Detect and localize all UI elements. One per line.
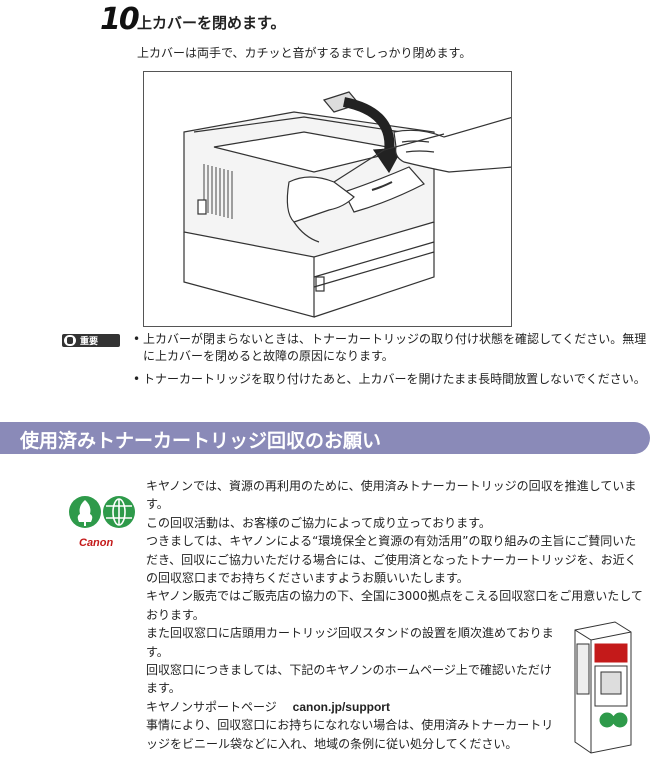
important-badge: 重要 — [62, 334, 120, 347]
step-description: 上カバーは両手で、カチッと音がするまでしっかり閉めます。 — [137, 46, 472, 60]
body-paragraph: つきましては、キヤノンによる“環境保全と資源の有効活用”の取り組みの主旨にご賛同… — [146, 534, 637, 586]
body-paragraph: 事情により、回収窓口にお持ちになれない場合は、使用済みトナーカートリッジをビニー… — [146, 718, 554, 751]
canon-brand: Canon — [79, 537, 114, 549]
note-item: 上カバーが閉まらないときは、トナーカートリッジの取り付け状態を確認してください。… — [133, 331, 648, 365]
body-paragraph: この回収活動は、お客様のご協力によって成り立っております。 — [146, 515, 491, 530]
printer-illustration — [143, 71, 512, 327]
support-url[interactable]: canon.jp/support — [292, 699, 390, 714]
body-paragraph: キヤノン販売ではご販売店の協力の下、全国に3000拠点をこえる回収窓口をご用意い… — [146, 589, 643, 622]
body-paragraph: 回収窓口につきましては、下記のキヤノンのホームページ上で確認いただけます。 — [146, 663, 552, 696]
body-paragraph: キヤノンでは、資源の再利用のために、使用済みトナーカートリッジの回収を推進してい… — [146, 479, 637, 512]
recycle-stand-illustration — [565, 620, 637, 755]
support-label: キヤノンサポートページ — [146, 699, 277, 714]
support-line: キヤノンサポートページ canon.jp/support — [146, 698, 556, 716]
recycle-body: キヤノンでは、資源の再利用のために、使用済みトナーカートリッジの回収を推進してい… — [146, 477, 646, 753]
body-paragraph: また回収窓口に店頭用カートリッジ回収スタンドの設置を順次進めております。 — [146, 626, 554, 659]
important-icon — [64, 335, 76, 346]
important-badge-label: 重要 — [80, 337, 99, 347]
note-item: トナーカートリッジを取り付けたあと、上カバーを開けたまま長時間放置しないでくださ… — [133, 371, 648, 388]
section-title: 使用済みトナーカートリッジ回収のお願い — [20, 430, 382, 452]
step-number: 10 — [100, 2, 140, 37]
recycle-logo — [68, 482, 138, 542]
step-title: 上カバーを閉めます。 — [137, 14, 286, 32]
important-notes: 上カバーが閉まらないときは、トナーカートリッジの取り付け状態を確認してください。… — [133, 331, 648, 394]
section-banner: 使用済みトナーカートリッジ回収のお願い — [0, 422, 650, 454]
